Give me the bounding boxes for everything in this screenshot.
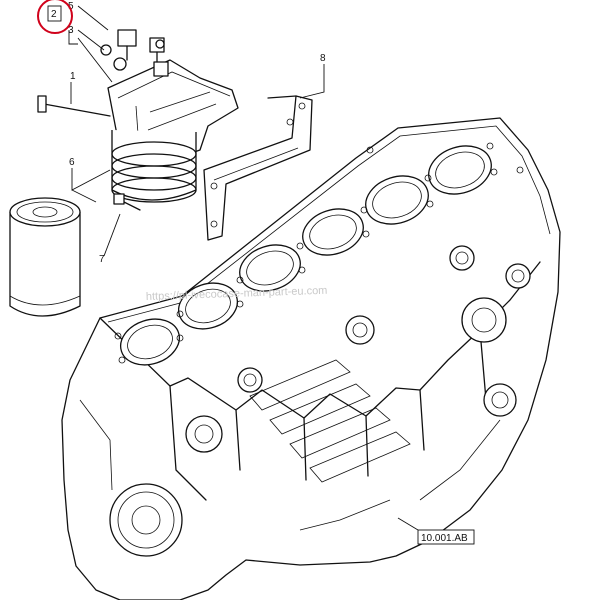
callout-2: 2 [51,9,57,20]
reference-label: 10.001.AB [421,533,468,544]
callout-7: 7 [99,254,105,265]
callout-2-box [47,5,62,22]
callout-leaders [68,5,419,531]
reference-box [417,529,475,545]
bolt-7 [113,193,141,211]
red-circle-highlight-icon [37,0,73,34]
engine-block [61,117,561,600]
callout-8: 8 [320,53,326,64]
callout-6: 6 [69,157,75,168]
spin-on-filter [9,197,81,317]
callout-5: 5 [68,1,74,12]
filter-head-assembly [37,29,239,203]
callout-1: 1 [70,71,76,82]
callout-3: 3 [68,25,74,36]
mounting-bracket [203,95,313,241]
